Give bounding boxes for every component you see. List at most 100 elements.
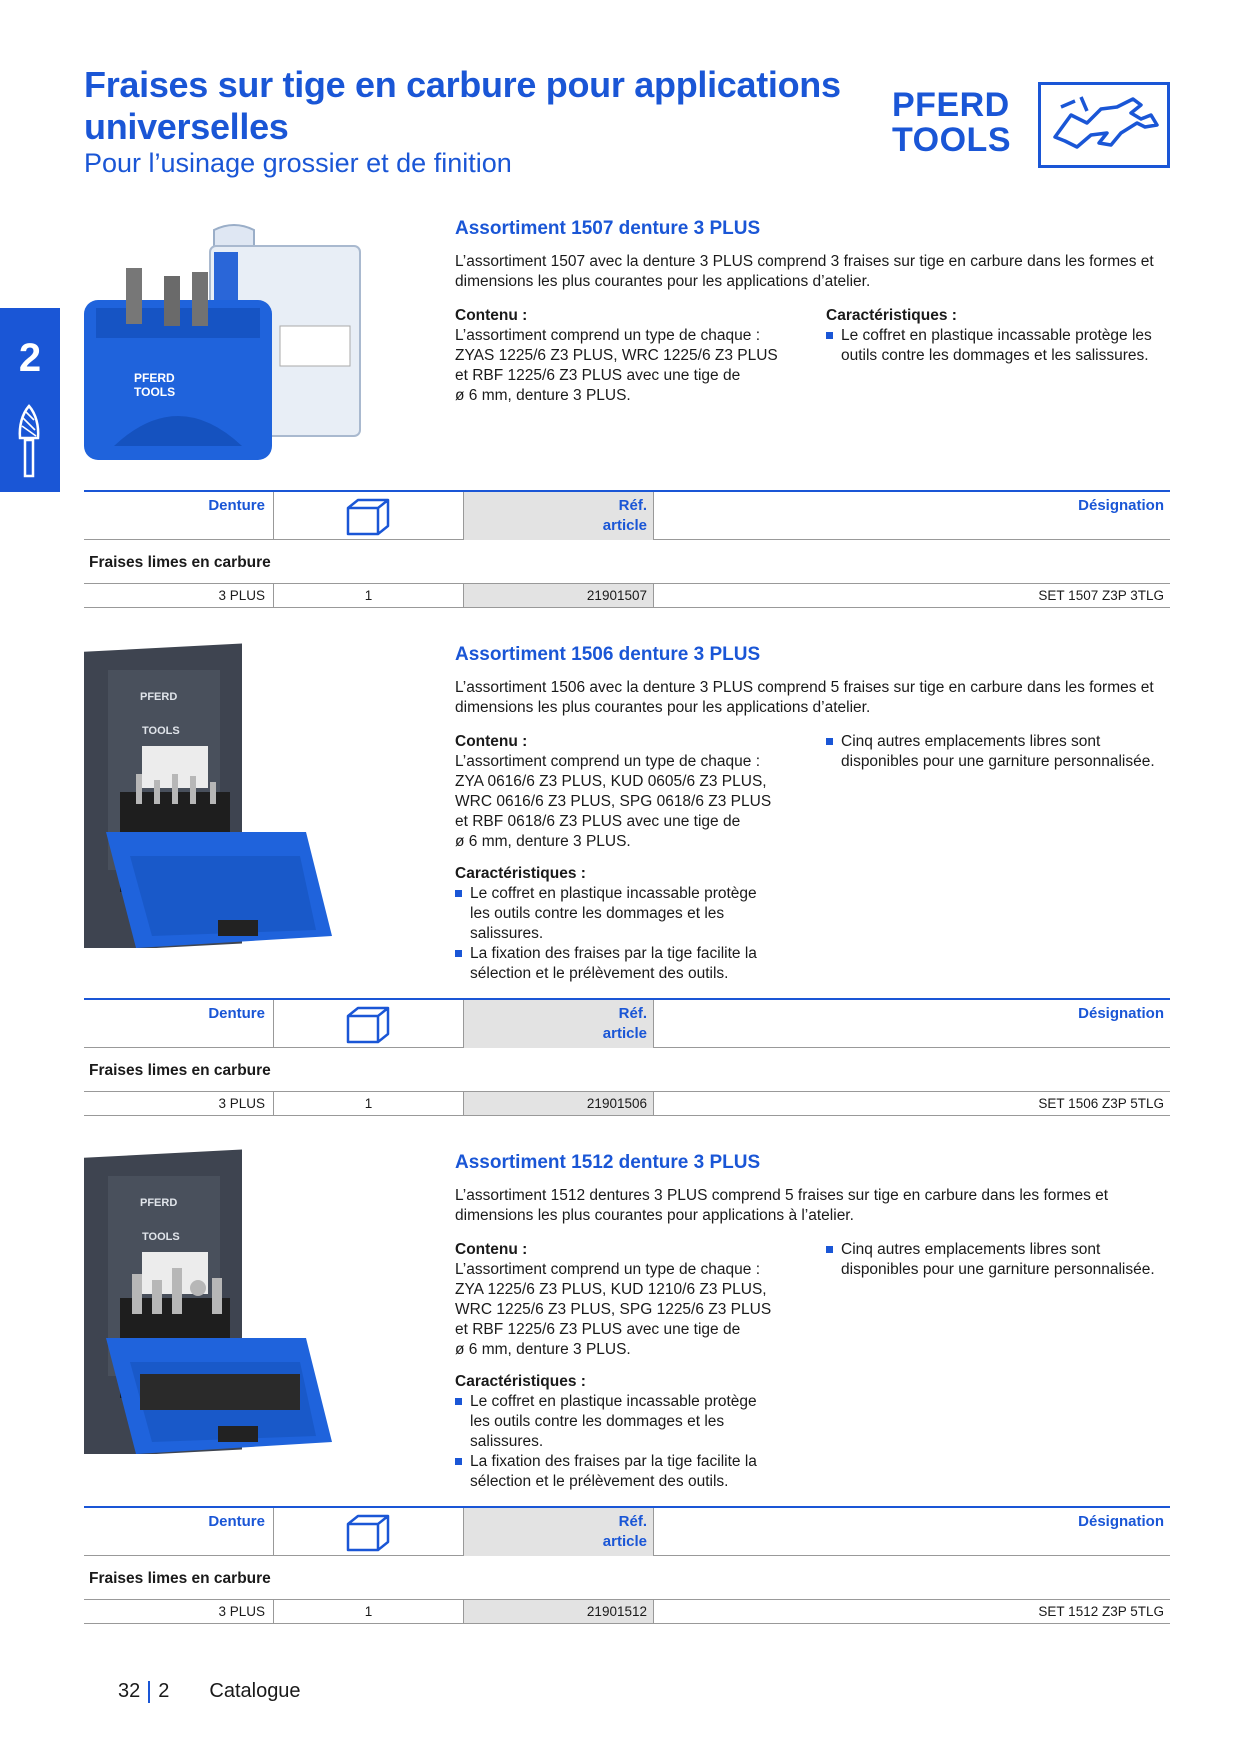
section-intro-1507: L’assortiment 1507 avec la denture 3 PLU…: [455, 253, 1154, 290]
bullet-item: Cinq autres emplacements libres sont dis…: [826, 1240, 1171, 1280]
section-title-1507: Assortiment 1507 denture 3 PLUS: [455, 218, 761, 239]
cell-designation: SET 1507 Z3P 3TLG: [1038, 588, 1164, 603]
header-ref-article: Réf. article: [464, 1000, 654, 1048]
contenu-line: et RBF 1225/6 Z3 PLUS avec une tige de: [455, 1321, 741, 1338]
contenu-1512: Contenu : L’assortiment comprend un type…: [455, 1240, 795, 1492]
bullet-item: Cinq autres emplacements libres sont dis…: [826, 732, 1171, 772]
contenu-1507: Contenu : L’assortiment comprend un type…: [455, 306, 795, 406]
page-title: Fraises sur tige en carbure pour applica…: [84, 64, 841, 147]
contenu-heading: Contenu :: [455, 1241, 528, 1258]
contenu-line: WRC 0616/6 Z3 PLUS, SPG 0618/6 Z3 PLUS: [455, 793, 772, 810]
table-row: 3 PLUS 1 21901512 SET 1512 Z3P 5TLG: [84, 1600, 1170, 1624]
table-header: Denture Réf. article Désignation: [84, 1506, 1170, 1556]
contenu-line: ø 6 mm, denture 3 PLUS.: [455, 833, 631, 850]
caracteristiques-list: Le coffret en plastique incassable protè…: [455, 884, 795, 984]
header-packaging: [274, 1508, 464, 1556]
cell-designation: SET 1512 Z3P 5TLG: [1038, 1604, 1164, 1619]
cell-ref: 21901512: [464, 1600, 654, 1623]
header-packaging: [274, 492, 464, 540]
caracteristiques-list: Le coffret en plastique incassable protè…: [455, 1392, 795, 1492]
chapter-number-footer: 2: [158, 1680, 170, 1702]
bullet-item: Le coffret en plastique incassable protè…: [455, 1392, 780, 1452]
table-header: Denture Réf. article Désignation: [84, 998, 1170, 1048]
svg-text:TOOLS: TOOLS: [142, 1231, 180, 1243]
caracteristiques-heading: Caractéristiques :: [826, 307, 957, 324]
cell-quantity: 1: [274, 584, 464, 607]
svg-text:TOOLS: TOOLS: [142, 725, 180, 737]
contenu-line: WRC 1225/6 Z3 PLUS, SPG 1225/6 Z3 PLUS: [455, 1301, 772, 1318]
packaging-box-icon: [346, 498, 390, 536]
logo-text: PFERD TOOLS: [892, 88, 1011, 158]
header-denture: Denture: [84, 1508, 274, 1556]
contenu-heading: Contenu :: [455, 307, 528, 324]
group-label: Fraises limes en carbure: [84, 1048, 1170, 1092]
header-designation: Désignation: [1078, 1513, 1164, 1530]
svg-text:PFERD: PFERD: [140, 691, 177, 703]
product-table-1506: Denture Réf. article Désignation Fraises…: [84, 998, 1170, 1116]
catalogue-label: Catalogue: [209, 1680, 301, 1702]
bullet-item: La fixation des fraises par la tige faci…: [455, 1452, 780, 1492]
extra-list: Cinq autres emplacements libres sont dis…: [826, 1240, 1171, 1280]
chapter-number: 2: [18, 336, 42, 380]
section-intro-1506: L’assortiment 1506 avec la denture 3 PLU…: [455, 679, 1154, 716]
contenu-line: L’assortiment comprend un type de chaque…: [455, 1261, 761, 1278]
header-denture: Denture: [84, 1000, 274, 1048]
group-label: Fraises limes en carbure: [84, 540, 1170, 584]
extra-list: Cinq autres emplacements libres sont dis…: [826, 732, 1171, 772]
contenu-line: L’assortiment comprend un type de chaque…: [455, 327, 761, 344]
product-image-1506: PFERD TOOLS: [80, 642, 340, 952]
header-ref-line-1: Réf.: [618, 497, 647, 514]
packaging-box-icon: [346, 1006, 390, 1044]
chapter-tab: 2: [0, 308, 60, 492]
cell-quantity: 1: [274, 1092, 464, 1115]
caracteristiques-heading: Caractéristiques :: [455, 865, 586, 882]
product-table-1512: Denture Réf. article Désignation Fraises…: [84, 1506, 1170, 1624]
header-designation: Désignation: [1078, 497, 1164, 514]
section-intro-1512: L’assortiment 1512 dentures 3 PLUS compr…: [455, 1187, 1109, 1224]
header-packaging: [274, 1000, 464, 1048]
extra-1506: Cinq autres emplacements libres sont dis…: [826, 732, 1171, 772]
bullet-item: La fixation des fraises par la tige faci…: [455, 944, 780, 984]
product-table-1507: Denture Réf. article Désignation Fraises…: [84, 490, 1170, 608]
cell-quantity: 1: [274, 1600, 464, 1623]
contenu-line: et RBF 1225/6 Z3 PLUS avec une tige de: [455, 367, 741, 384]
bullet-item: Le coffret en plastique incassable protè…: [826, 326, 1156, 366]
cell-denture: 3 PLUS: [84, 1600, 274, 1623]
group-label: Fraises limes en carbure: [84, 1556, 1170, 1600]
cell-ref: 21901507: [464, 584, 654, 607]
header-ref-article: Réf. article: [464, 492, 654, 540]
contenu-line: ZYA 1225/6 Z3 PLUS, KUD 1210/6 Z3 PLUS,: [455, 1281, 767, 1298]
page-number: 32: [118, 1680, 141, 1702]
logo-line-2: TOOLS: [892, 121, 1011, 159]
header-ref-line-1: Réf.: [618, 1513, 647, 1530]
header-ref-line-1: Réf.: [618, 1005, 647, 1022]
table-row: 3 PLUS 1 21901506 SET 1506 Z3P 5TLG: [84, 1092, 1170, 1116]
section-title-1512: Assortiment 1512 denture 3 PLUS: [455, 1152, 761, 1173]
horse-logo-icon: [1038, 82, 1170, 168]
cell-designation: SET 1506 Z3P 5TLG: [1038, 1096, 1164, 1111]
page-footer: 32 2 Catalogue: [118, 1680, 301, 1703]
contenu-1506: Contenu : L’assortiment comprend un type…: [455, 732, 795, 984]
extra-1512: Cinq autres emplacements libres sont dis…: [826, 1240, 1171, 1280]
header-ref-line-2: article: [602, 1533, 647, 1550]
product-image-1512: PFERD TOOLS: [80, 1148, 340, 1458]
contenu-line: ZYAS 1225/6 Z3 PLUS, WRC 1225/6 Z3 PLUS: [455, 347, 778, 364]
footer-separator: [148, 1680, 151, 1703]
caracteristiques-heading: Caractéristiques :: [455, 1373, 586, 1390]
contenu-line: ø 6 mm, denture 3 PLUS.: [455, 1341, 631, 1358]
section-title-1506: Assortiment 1506 denture 3 PLUS: [455, 644, 761, 665]
contenu-line: et RBF 0618/6 Z3 PLUS avec une tige de: [455, 813, 741, 830]
contenu-line: ø 6 mm, denture 3 PLUS.: [455, 387, 631, 404]
pferd-tools-logo: PFERD TOOLS: [892, 82, 1170, 168]
caracteristiques-list: Le coffret en plastique incassable protè…: [826, 326, 1166, 366]
packaging-box-icon: [346, 1514, 390, 1552]
svg-text:PFERD: PFERD: [140, 1197, 177, 1209]
table-header: Denture Réf. article Désignation: [84, 490, 1170, 540]
cell-denture: 3 PLUS: [84, 1092, 274, 1115]
burr-bit-icon: [14, 404, 44, 478]
cell-denture: 3 PLUS: [84, 584, 274, 607]
header-ref-line-2: article: [602, 1025, 647, 1042]
logo-line-1: PFERD: [892, 86, 1010, 124]
header-denture: Denture: [84, 492, 274, 540]
contenu-heading: Contenu :: [455, 733, 528, 750]
